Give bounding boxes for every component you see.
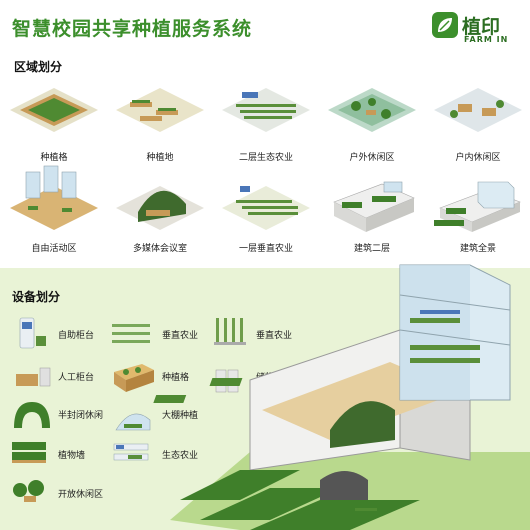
equipment-label: 垂直农业 — [162, 331, 199, 341]
open-lounge-icon — [13, 480, 44, 502]
second-floor-icon — [333, 181, 415, 232]
eco-rack-icon — [113, 443, 149, 461]
zone-label: 多媒体会议室 — [132, 244, 187, 254]
zone-label: 建筑全景 — [459, 244, 496, 254]
planting-field-icon — [116, 88, 204, 132]
hedge-arch-icon — [14, 402, 50, 428]
zone-label: 一层垂直农业 — [238, 244, 293, 254]
equipment-label: 开放休闲区 — [58, 490, 104, 500]
zone-label: 建筑二层 — [353, 244, 390, 254]
leaf-logo-icon — [432, 12, 458, 38]
page-title: 智慧校园共享种植服务系统 — [12, 18, 253, 40]
zone-label: 种植地 — [146, 153, 174, 163]
logo-subtitle: FARM IN — [464, 35, 509, 44]
vertical-rack-icon — [112, 324, 150, 343]
zone-label: 户内休闲区 — [455, 153, 501, 163]
zones-heading: 区域划分 — [14, 60, 63, 74]
planter-grid-icon — [10, 88, 98, 132]
eco-farm-icon — [222, 88, 310, 132]
equipment-label: 大棚种植 — [162, 411, 199, 421]
zone-label: 户外休闲区 — [349, 153, 395, 163]
equipment-label: 人工柜台 — [58, 373, 95, 383]
equipment-label: 自助柜台 — [58, 331, 95, 341]
zone-label: 二层生态农业 — [238, 153, 293, 163]
equipment-label: 半封闭休闲 — [58, 411, 104, 421]
outdoor-area-icon — [328, 88, 416, 132]
plant-wall-icon — [12, 442, 46, 463]
equipment-label: 植物墙 — [58, 451, 86, 461]
kiosk-icon — [19, 317, 46, 349]
building-overview-icon — [434, 181, 521, 232]
logo-name: 植印 — [462, 16, 501, 38]
meeting-room-icon — [116, 186, 204, 230]
equipment-label: 垂直农业 — [256, 331, 293, 341]
planter-box-icon — [114, 364, 154, 392]
zone-label: 种植格 — [40, 153, 68, 163]
vertical-farm-icon — [222, 186, 310, 230]
zone-label: 自由活动区 — [31, 244, 77, 254]
greenhouse-icon — [115, 413, 151, 431]
equipment-heading: 设备划分 — [12, 290, 61, 304]
activity-area-icon — [10, 165, 98, 230]
vertical-shelf-icon — [214, 318, 246, 345]
indoor-area-icon — [434, 88, 522, 132]
equipment-label: 种植格 — [162, 373, 190, 383]
equipment-label: 生态农业 — [162, 451, 199, 461]
counter-icon — [16, 367, 51, 387]
